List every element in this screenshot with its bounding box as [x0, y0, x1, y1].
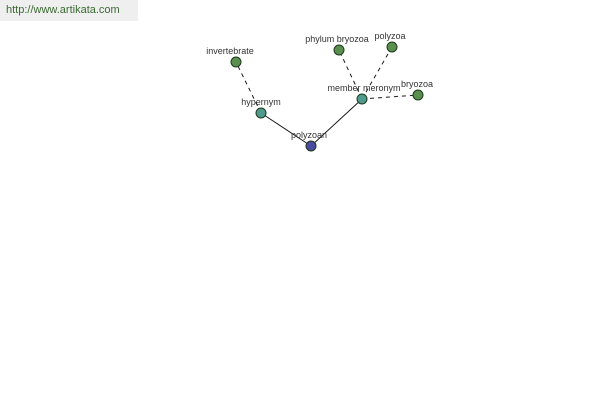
edge-member-meronym-to-bryozoa [361, 94, 419, 100]
node-polyzoan-label: polyzoan [291, 130, 327, 140]
edge-hypernym-to-invertebrate [235, 61, 262, 114]
node-invertebrate[interactable]: invertebrate [206, 46, 254, 68]
edge-member-meronym-to-phylum-bryozoa [338, 49, 363, 100]
node-bryozoa-label: bryozoa [401, 79, 433, 89]
node-bryozoa[interactable]: bryozoa [401, 79, 433, 101]
edge-member-meronym-to-polyzoa [361, 46, 393, 100]
watermark-banner: http://www.artikata.com [0, 0, 138, 21]
node-member-meronym-label: member meronym [327, 83, 400, 93]
node-polyzoa-dot[interactable] [386, 41, 398, 53]
node-invertebrate-label: invertebrate [206, 46, 254, 56]
node-polyzoa[interactable]: polyzoa [374, 31, 406, 53]
edge-polyzoan-to-hypernym [260, 112, 312, 147]
node-polyzoan-dot[interactable] [305, 140, 317, 152]
edge-polyzoan-to-member-meronym [310, 98, 363, 147]
node-bryozoa-dot[interactable] [412, 89, 424, 101]
nodes: polyzoan hypernym invertebrate member meron… [206, 31, 433, 152]
node-member-meronym-dot[interactable] [356, 93, 368, 105]
node-phylum-bryozoa[interactable]: phylum bryozoa [305, 34, 369, 56]
watermark-url[interactable]: http://www.artikata.com [6, 4, 120, 16]
node-polyzoa-label: polyzoa [374, 31, 405, 41]
node-phylum-bryozoa-dot[interactable] [333, 44, 345, 56]
node-hypernym[interactable]: hypernym [241, 97, 281, 119]
node-invertebrate-dot[interactable] [230, 56, 242, 68]
node-phylum-bryozoa-label: phylum bryozoa [305, 34, 369, 44]
node-member-meronym[interactable]: member meronym [327, 83, 401, 105]
node-hypernym-dot[interactable] [255, 107, 267, 119]
node-hypernym-label: hypernym [241, 97, 281, 107]
node-polyzoan[interactable]: polyzoan [291, 130, 327, 152]
edges [235, 46, 419, 147]
